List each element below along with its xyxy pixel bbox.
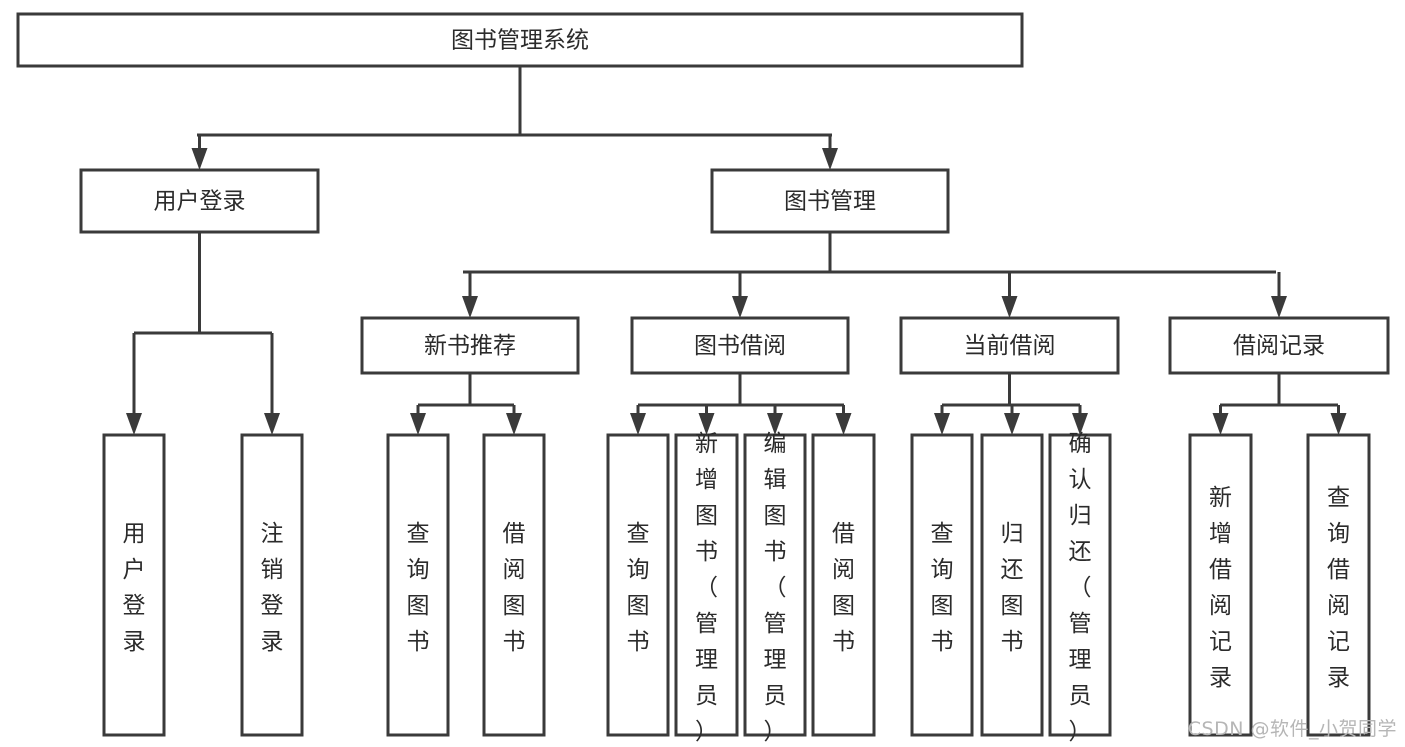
node-label: 借阅图书 <box>832 521 855 655</box>
node-label: 新增图书（管理员） <box>695 431 718 745</box>
node-label: 查询图书 <box>407 521 430 655</box>
node-box <box>980 433 1044 737</box>
node-leaf_3[interactable]: 借阅图书 <box>482 433 546 737</box>
watermark-text: CSDN @软件_小贺同学 <box>1187 718 1397 740</box>
arrow-head-icon <box>1271 296 1287 318</box>
node-l3_1[interactable]: 图书借阅 <box>630 316 850 375</box>
node-label: 图书管理 <box>784 189 876 215</box>
node-box <box>811 433 876 737</box>
node-leaf_12[interactable]: 查询借阅记录 <box>1306 433 1371 737</box>
arrow-head-icon <box>630 413 646 435</box>
node-leaf_5[interactable]: 新增图书（管理员） <box>674 431 739 745</box>
node-box <box>102 433 166 737</box>
node-box <box>674 433 739 737</box>
arrow-head-icon <box>822 148 838 170</box>
node-box <box>240 433 304 737</box>
node-leaf_1[interactable]: 注销登录 <box>240 433 304 737</box>
arrow-head-icon <box>1001 296 1018 318</box>
node-l3_2[interactable]: 当前借阅 <box>899 316 1120 375</box>
node-leaf_4[interactable]: 查询图书 <box>606 433 670 737</box>
node-leaf_10[interactable]: 确认归还（管理员） <box>1048 431 1112 745</box>
arrow-head-icon <box>934 413 950 435</box>
node-label: 图书管理系统 <box>451 28 589 54</box>
node-box <box>743 433 807 737</box>
arrow-head-icon <box>732 296 748 318</box>
node-box <box>16 12 1024 68</box>
node-box <box>630 316 850 375</box>
node-label: 编辑图书（管理员） <box>764 431 787 745</box>
arrow-head-icon <box>835 413 852 435</box>
node-label: 用户登录 <box>123 521 146 655</box>
node-box <box>1188 433 1253 737</box>
node-box <box>910 433 974 737</box>
node-l2_0[interactable]: 用户登录 <box>79 168 320 234</box>
node-label: 借阅图书 <box>503 521 526 655</box>
arrow-head-icon <box>506 413 522 435</box>
node-label: 当前借阅 <box>964 333 1056 359</box>
node-box <box>1048 433 1112 737</box>
node-label: 新书推荐 <box>424 333 516 359</box>
arrow-head-icon <box>264 413 280 435</box>
node-l3_3[interactable]: 借阅记录 <box>1168 316 1390 375</box>
arrow-head-icon <box>126 413 142 435</box>
node-leaf_0[interactable]: 用户登录 <box>102 433 166 737</box>
arrow-head-icon <box>767 413 783 435</box>
arrow-head-icon <box>1004 413 1020 435</box>
node-box <box>899 316 1120 375</box>
node-l2_1[interactable]: 图书管理 <box>710 168 950 234</box>
node-label: 查询图书 <box>931 521 954 655</box>
node-box <box>1168 316 1390 375</box>
node-label: 归还图书 <box>1001 521 1024 655</box>
node-box <box>79 168 320 234</box>
node-leaf_8[interactable]: 查询图书 <box>910 433 974 737</box>
node-layer: 图书管理系统用户登录图书管理新书推荐图书借阅当前借阅借阅记录用户登录注销登录查询… <box>16 12 1390 745</box>
arrow-head-icon <box>698 413 715 435</box>
node-box <box>482 433 546 737</box>
node-label: 图书借阅 <box>694 333 786 359</box>
node-label: 用户登录 <box>154 189 246 215</box>
node-box <box>386 433 450 737</box>
arrow-head-icon <box>191 148 208 170</box>
node-root[interactable]: 图书管理系统 <box>16 12 1024 68</box>
node-leaf_9[interactable]: 归还图书 <box>980 433 1044 737</box>
node-l3_0[interactable]: 新书推荐 <box>360 316 580 375</box>
arrow-head-icon <box>1330 413 1347 435</box>
node-box <box>360 316 580 375</box>
node-label: 借阅记录 <box>1233 333 1325 359</box>
node-label: 新增借阅记录 <box>1209 485 1232 691</box>
node-label: 查询图书 <box>627 521 650 655</box>
node-leaf_7[interactable]: 借阅图书 <box>811 433 876 737</box>
node-label: 确认归还（管理员） <box>1069 431 1092 745</box>
node-leaf_11[interactable]: 新增借阅记录 <box>1188 433 1253 737</box>
node-box <box>606 433 670 737</box>
node-leaf_6[interactable]: 编辑图书（管理员） <box>743 431 807 745</box>
arrow-head-icon <box>1072 413 1088 435</box>
node-box <box>710 168 950 234</box>
arrow-head-icon <box>462 296 478 318</box>
node-leaf_2[interactable]: 查询图书 <box>386 433 450 737</box>
node-label: 注销登录 <box>261 521 284 655</box>
arrow-head-icon <box>1212 413 1229 435</box>
node-box <box>1306 433 1371 737</box>
arrow-head-icon <box>410 413 426 435</box>
node-label: 查询借阅记录 <box>1327 485 1350 691</box>
connector-layer <box>126 66 1347 435</box>
